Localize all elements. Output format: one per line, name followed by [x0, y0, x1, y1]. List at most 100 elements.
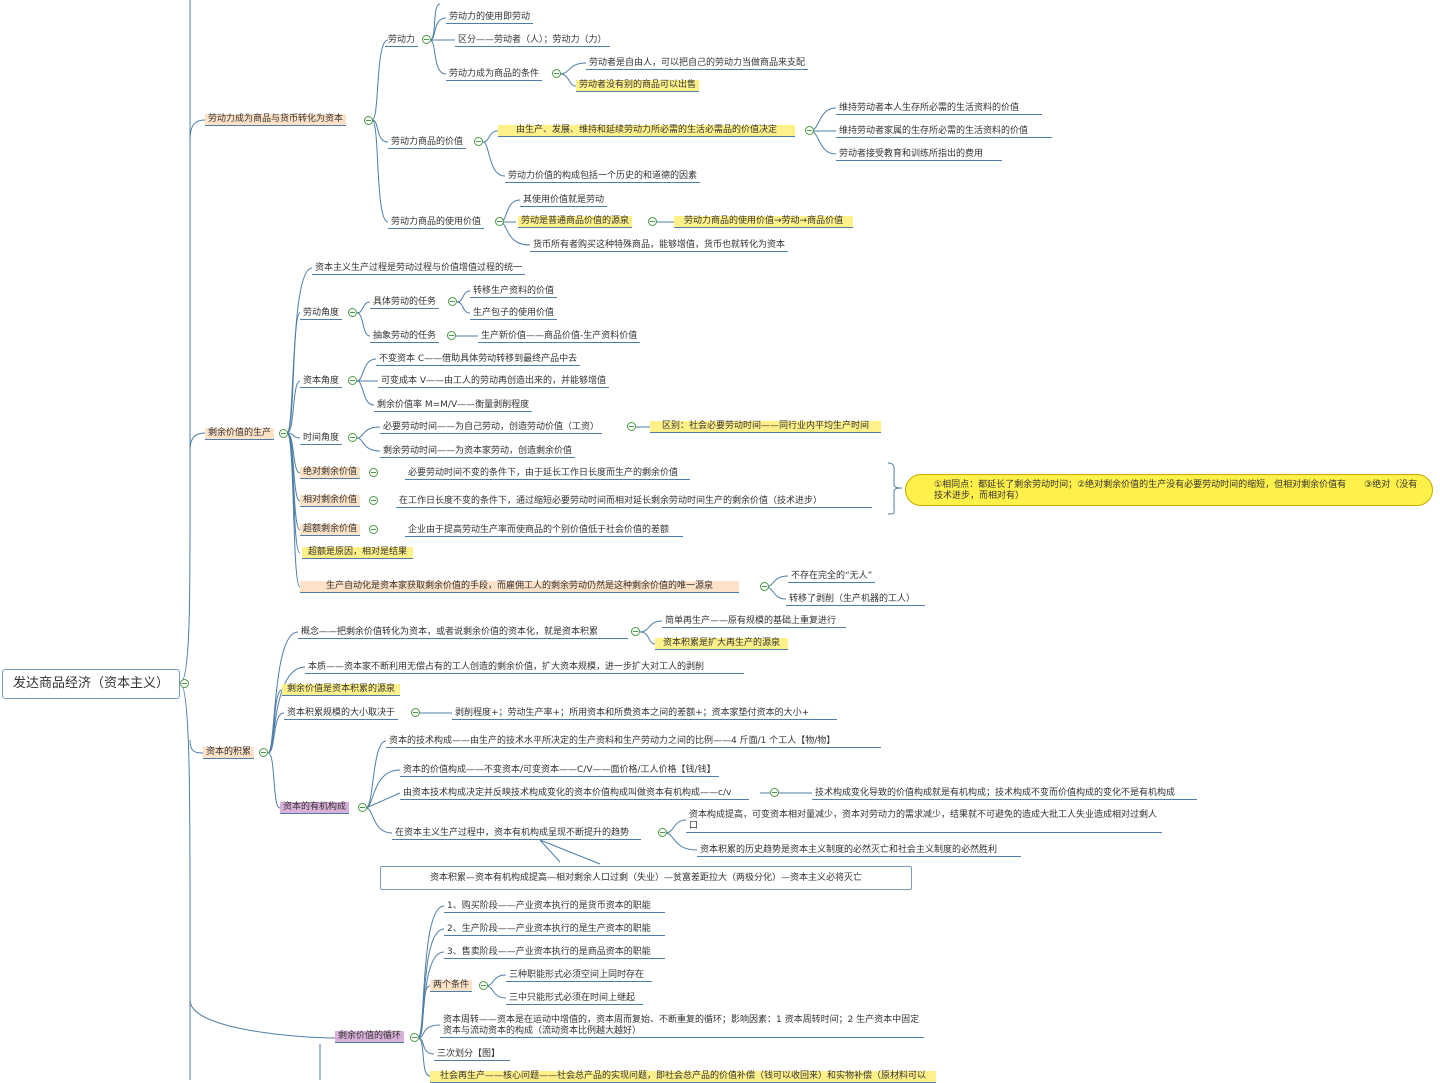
collapse-icon[interactable] — [364, 116, 373, 125]
collapse-icon[interactable] — [447, 331, 456, 340]
node-necessary-diff[interactable]: 区别：社会必要劳动时间——同行业内平均生产时间 — [650, 421, 882, 433]
node-value[interactable]: 劳动力商品的价值 — [388, 137, 467, 149]
node-expanded[interactable]: 资本积累是扩大再生产的源泉 — [655, 638, 789, 650]
node-trend-1[interactable]: 资本构成提高，可变资本相对量减少，资本对劳动力的需求减少，结果就不可避免的造成大… — [686, 810, 1162, 833]
node-relative[interactable]: 相对剩余价值 — [300, 495, 361, 507]
node-auto-2[interactable]: 转移了剥削（生产机器的工人） — [786, 594, 926, 606]
collapse-icon[interactable] — [648, 217, 657, 226]
summary-callout[interactable]: ①相同点：都延长了剩余劳动时间；②绝对剩余价值的生产没有必要劳动时间的缩短，但相… — [905, 474, 1433, 506]
node-concrete-2[interactable]: 生产包子的使用价值 — [470, 308, 558, 320]
node-automation[interactable]: 生产自动化是资本家获取剩余价值的手段，而雇佣工人的剩余劳动仍然是这种剩余价值的唯… — [300, 581, 740, 593]
node-stage-2[interactable]: 2、生产阶段——产业资本执行的是生产资本的职能 — [444, 924, 665, 936]
collapse-icon[interactable] — [552, 69, 561, 78]
node-abstract[interactable]: 抽象劳动的任务 — [370, 331, 440, 343]
node-use-value[interactable]: 劳动力商品的使用价值 — [388, 217, 485, 229]
collapse-icon[interactable] — [348, 376, 357, 385]
node-stage-1[interactable]: 1、购买阶段——产业资本执行的是货币资本的职能 — [444, 901, 665, 913]
collapse-icon[interactable] — [760, 582, 769, 591]
node-organic[interactable]: 资本的有机构成 — [280, 802, 350, 814]
node-cause[interactable]: 超额是原因，相对是结果 — [302, 547, 414, 559]
node-org-def-note[interactable]: 技术构成变化导致的价值构成就是有机构成；技术构成不变而价值构成的变化不是有机构成 — [812, 788, 1198, 800]
node-necessary[interactable]: 必要劳动时间——为自己劳动，创造劳动价值（工资） — [380, 422, 603, 434]
collapse-icon[interactable] — [479, 981, 488, 990]
collapse-icon[interactable] — [410, 1033, 419, 1042]
node-auto-1[interactable]: 不存在完全的“无人” — [788, 571, 876, 583]
node-absolute[interactable]: 绝对剩余价值 — [300, 467, 361, 479]
node-surplus-time[interactable]: 剩余劳动时间——为资本家劳动，创造剩余价值 — [380, 446, 576, 458]
topic-accumulation[interactable]: 资本的积累 — [203, 747, 255, 759]
node-rate[interactable]: 剩余价值率 M=M/V——衡量剥削程度 — [374, 400, 533, 412]
node-excess[interactable]: 超额剩余价值 — [300, 524, 361, 536]
node-value-history[interactable]: 劳动力价值的构成包括一个历史的和道德的因素 — [505, 171, 701, 183]
node-condition-1[interactable]: 劳动者是自由人，可以把自己的劳动力当做商品来支配 — [586, 58, 809, 70]
node-use-3[interactable]: 货币所有者购买这种特殊商品，能够增值，货币也就转化为资本 — [530, 240, 789, 252]
node-use-2[interactable]: 劳动是普通商品价值的源泉 — [518, 216, 633, 228]
node-absolute-desc[interactable]: 必要劳动时间不变的条件下，由于延长工作日长度而生产的剩余价值 — [405, 468, 691, 480]
node-use-1[interactable]: 其使用价值就是劳动 — [520, 195, 608, 207]
node-condition-2[interactable]: 劳动者没有别的商品可以出售 — [576, 80, 700, 92]
collapse-icon[interactable] — [422, 35, 431, 44]
collapse-icon[interactable] — [805, 126, 814, 135]
root-topic[interactable]: 发达商品经济（资本主义） — [2, 669, 180, 699]
node-capital-angle[interactable]: 资本角度 — [300, 376, 343, 388]
node-conditions[interactable]: 劳动力成为商品的条件 — [446, 69, 543, 81]
node-three-divisions[interactable]: 三次划分【图】 — [434, 1049, 511, 1061]
topic-labor-power[interactable]: 劳动力成为商品与货币转化为资本 — [205, 114, 347, 126]
node-value-3[interactable]: 劳动者接受教育和训练所指出的费用 — [836, 149, 1002, 161]
node-excess-desc[interactable]: 企业由于提高劳动生产率而使商品的个别价值低于社会价值的差额 — [405, 525, 684, 537]
collapse-icon[interactable] — [627, 422, 636, 431]
node-labor[interactable]: 劳动力 — [385, 35, 419, 47]
collapse-icon[interactable] — [279, 429, 288, 438]
node-tech[interactable]: 资本的技术构成——由生产的技术水平所决定的生产资料和生产劳动力之间的比例——4 … — [386, 736, 882, 748]
collapse-icon[interactable] — [369, 496, 378, 505]
collapse-icon[interactable] — [348, 433, 357, 442]
node-scale-desc[interactable]: 剥削程度+；劳动生产率+；所用资本和所费资本之间的差额+；资本家垫付资本的大小+ — [452, 708, 838, 720]
collapse-icon[interactable] — [358, 803, 367, 812]
node-trend-2[interactable]: 资本积累的历史趋势是资本主义制度的必然灭亡和社会主义制度的必然胜利 — [697, 845, 1022, 857]
node-concept[interactable]: 概念——把剩余价值转化为资本，或者说剩余价值的资本化，就是资本积累 — [298, 627, 629, 639]
collapse-icon[interactable] — [369, 525, 378, 534]
collapse-icon[interactable] — [369, 468, 378, 477]
collapse-icon[interactable] — [259, 748, 268, 757]
node-condition-time[interactable]: 三中只能形式必须在时间上继起 — [506, 993, 644, 1005]
node-social-reproduction[interactable]: 社会再生产——核心问题——社会总产品的实现问题，即社会总产品的价值补偿（钱可以收… — [430, 1071, 937, 1083]
node-scale[interactable]: 资本积累规模的大小取决于 — [284, 708, 399, 720]
collapse-icon[interactable] — [474, 137, 483, 146]
topic-circulation[interactable]: 剩余价值的循环 — [335, 1031, 405, 1043]
collapse-icon[interactable] — [180, 679, 189, 688]
node-concrete[interactable]: 具体劳动的任务 — [370, 297, 440, 309]
node-trend[interactable]: 在资本主义生产过程中，资本有机构成呈现不断提升的趋势 — [392, 828, 642, 840]
node-source[interactable]: 剩余价值是资本积累的源泉 — [282, 684, 401, 696]
node-relative-desc[interactable]: 在工作日长度不变的条件下，通过缩短必要劳动时间而相对延长剩余劳动时间生产的剩余价… — [396, 496, 873, 508]
node-condition-space[interactable]: 三种职能形式必须空间上同时存在 — [506, 970, 653, 982]
node-org-def[interactable]: 由资本技术构成决定并反映技术构成变化的资本价值构成叫做资本有机构成——c/v — [400, 788, 750, 800]
collapse-icon[interactable] — [448, 297, 457, 306]
node-distinguish[interactable]: 区分——劳动者（人）；劳动力（力） — [455, 35, 610, 47]
collapse-icon[interactable] — [495, 217, 504, 226]
node-use-2b[interactable]: 劳动力商品的使用价值→劳动→商品价值 — [674, 216, 854, 228]
node-stage-3[interactable]: 3、售卖阶段——产业资本执行的是商品资本的职能 — [444, 947, 665, 959]
collapse-icon[interactable] — [658, 828, 667, 837]
collapse-icon[interactable] — [348, 308, 357, 317]
node-simple[interactable]: 简单再生产——原有规模的基础上重复进行 — [662, 616, 847, 628]
chain-note[interactable]: 资本积累—资本有机构成提高—相对剩余人口过剩（失业）—贫富差距拉大（两极分化）—… — [380, 866, 912, 890]
node-turnover[interactable]: 资本周转——资本是在运动中增值的，资本周而复始、不断重复的循环；影响因素：1 资… — [440, 1015, 924, 1038]
collapse-icon[interactable] — [411, 708, 420, 717]
topic-surplus[interactable]: 剩余价值的生产 — [205, 428, 275, 440]
node-labor-angle[interactable]: 劳动角度 — [300, 308, 343, 320]
node-unity[interactable]: 资本主义生产过程是劳动过程与价值增值过程的统一 — [312, 263, 526, 275]
node-value-1[interactable]: 维持劳动者本人生存所必需的生活资料的价值 — [836, 103, 1042, 115]
node-abstract-1[interactable]: 生产新价值——商品价值-生产资料价值 — [478, 331, 641, 343]
node-constant[interactable]: 不变资本 C——借助具体劳动转移到最终产品中去 — [376, 354, 581, 366]
node-two-conditions[interactable]: 两个条件 — [430, 980, 473, 992]
node-variable[interactable]: 可变成本 V——由工人的劳动再创造出来的，并能够增值 — [378, 376, 610, 388]
collapse-icon[interactable] — [770, 788, 779, 797]
node-value-determined[interactable]: 由生产、发展、维持和延续劳动力所必需的生活必需品的价值决定 — [498, 125, 796, 137]
node-time-angle[interactable]: 时间角度 — [300, 433, 343, 445]
node-val[interactable]: 资本的价值构成——不变资本/可变资本——C/V——面价格/工人价格【钱/钱】 — [400, 765, 719, 777]
node-concrete-1[interactable]: 转移生产资料的价值 — [470, 286, 558, 298]
node-labor-use[interactable]: 劳动力的使用即劳动 — [446, 12, 534, 24]
node-essence[interactable]: 本质——资本家不断利用无偿占有的工人创造的剩余价值，扩大资本规模，进一步扩大对工… — [305, 662, 745, 674]
node-value-2[interactable]: 维持劳动者家属的生存所必需的生活资料的价值 — [836, 126, 1052, 138]
collapse-icon[interactable] — [631, 627, 640, 636]
